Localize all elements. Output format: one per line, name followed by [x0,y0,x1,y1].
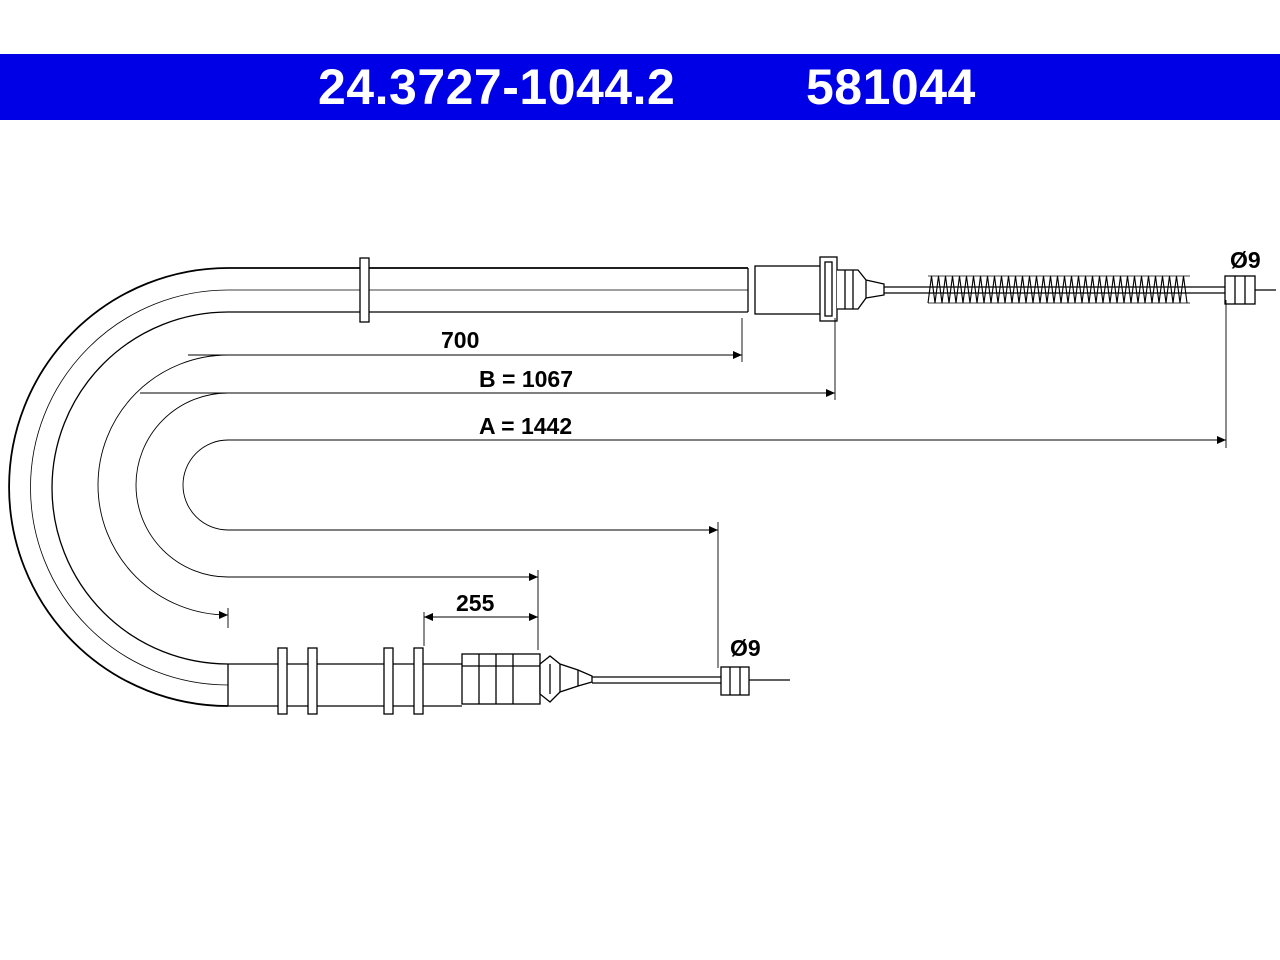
dim-a-label: A = 1442 [479,413,572,439]
part-number: 24.3727-1044.2 [318,59,676,115]
reference-number: 581044 [806,59,976,115]
bottom-end-nipple [720,666,790,696]
dim-b-label: B = 1067 [479,366,573,392]
cable-sheath [8,267,749,707]
top-end-fitting [754,256,885,322]
dim-700-label: 700 [441,327,479,353]
diameter-top-label: Ø9 [1230,247,1261,273]
sheath-clip [359,257,370,323]
header-banner: 24.3727-1044.2 581044 [0,54,1280,120]
dimension-lines [97,300,1227,668]
bottom-end-fitting [461,653,593,705]
spring [927,275,1190,304]
bottom-clips [277,647,424,715]
diameter-bottom-label: Ø9 [730,635,761,661]
top-end-nipple [1224,275,1276,305]
dimension-arrows [219,351,1226,621]
bottom-sheath-run [228,663,462,707]
dim-255-label: 255 [456,590,495,616]
